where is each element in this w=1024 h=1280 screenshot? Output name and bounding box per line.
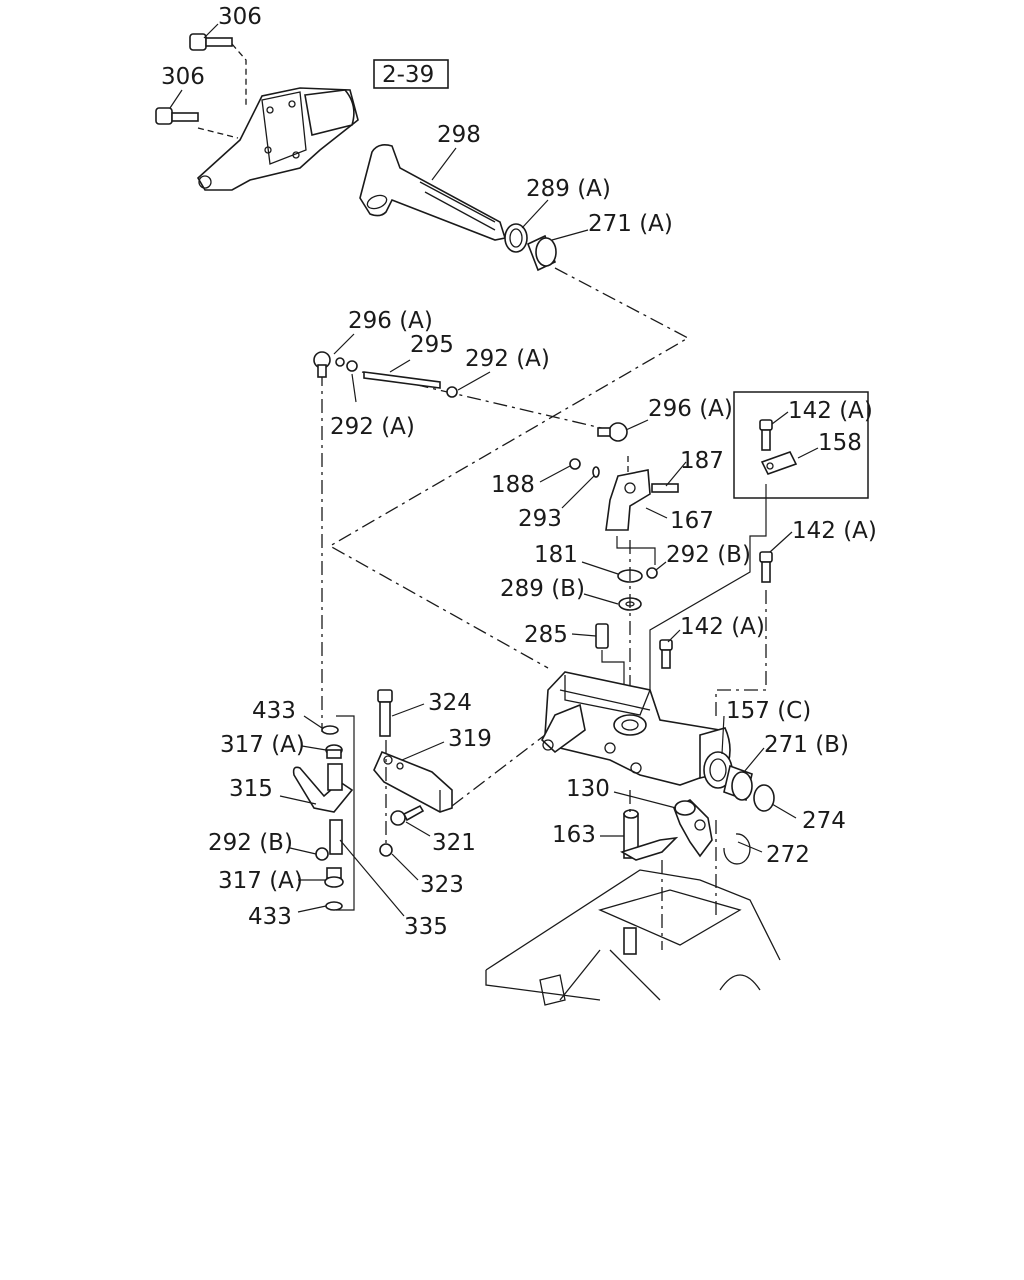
rod-295 [363,371,441,389]
callout-272: 272 [766,842,810,868]
shift-shaft [359,144,507,241]
callout-142a-right: 142 (A) [792,518,877,544]
callout-306-lower: 306 [161,64,205,90]
callout-317a-lower: 317 (A) [218,868,303,894]
callout-298: 298 [437,122,481,148]
pin-163 [620,809,679,861]
lever-130 [672,799,713,858]
nut-323 [379,843,393,857]
rod-end-296a-right [597,422,628,442]
callout-181: 181 [534,542,578,568]
callout-295: 295 [410,332,454,358]
callout-167: 167 [670,508,714,534]
washer-293 [592,466,600,478]
bushing-271a [526,234,557,272]
callout-158: 158 [818,430,862,456]
callout-157c: 157 (C) [726,698,811,724]
bushing-271b [723,764,753,802]
lever-167 [605,469,651,531]
callout-433-upper: 433 [252,698,296,724]
pin-285 [595,623,609,649]
nut-188 [569,458,581,470]
o-ring-433-upper [321,725,339,735]
snap-ring-272 [723,833,751,865]
callout-296a-left: 296 (A) [348,308,433,334]
nut-292a-right [446,386,458,398]
callout-292b-left: 292 (B) [208,830,293,856]
bushing-289a [504,223,528,253]
callout-319: 319 [448,726,492,752]
bolt-306-upper [189,33,233,51]
nut-292b-left [315,847,329,861]
leader-lines [169,23,819,917]
inset-box [733,391,869,499]
callout-323: 323 [420,872,464,898]
pin-335 [329,819,343,855]
callout-274: 274 [802,808,846,834]
cap-274 [753,784,775,812]
callout-271a: 271 (A) [588,211,673,237]
bolt-142a-right [759,551,773,583]
shifter-housing [541,671,731,786]
callout-188: 188 [491,472,535,498]
rod-end-296a-left [313,351,331,378]
bolt-142a-center [659,639,673,669]
callout-335: 335 [404,914,448,940]
bolt-324 [377,689,393,737]
transmission-base [485,869,781,1006]
bolt-306-lower [155,107,199,125]
callout-293: 293 [518,506,562,532]
callout-271b: 271 (B) [764,732,849,758]
callout-292a-right: 292 (A) [465,346,550,372]
nut-292a-left [335,357,358,372]
clamp-158 [760,451,798,475]
callout-2-39: 2-39 [382,62,434,88]
callout-142a-center: 142 (A) [680,614,765,640]
callout-289a: 289 (A) [526,176,611,202]
callout-324: 324 [428,690,472,716]
callout-321: 321 [432,830,476,856]
bushing-317a-lower [324,867,344,888]
callout-130: 130 [566,776,610,802]
o-ring-433-lower [325,901,343,911]
bracket-315 [292,763,354,813]
bolt-321 [390,804,425,826]
callout-306-upper: 306 [218,4,262,30]
pin-187 [651,483,679,493]
callout-289b: 289 (B) [500,576,585,602]
bolt-142a-inset [759,419,773,451]
callout-315: 315 [229,776,273,802]
bushing-317a-upper [325,744,343,759]
callout-285: 285 [524,622,568,648]
callout-433-lower: 433 [248,904,292,930]
callout-187: 187 [680,448,724,474]
reference-box-2-39 [373,59,449,89]
callout-142a-inset: 142 (A) [788,398,873,424]
callout-296a-right: 296 (A) [648,396,733,422]
callout-163: 163 [552,822,596,848]
transmission-housing [196,87,359,191]
bracket-319 [373,750,453,813]
callout-317a-upper: 317 (A) [220,732,305,758]
callout-292a-left: 292 (A) [330,414,415,440]
nut-292b [646,567,658,579]
callout-292b-right: 292 (B) [666,542,751,568]
